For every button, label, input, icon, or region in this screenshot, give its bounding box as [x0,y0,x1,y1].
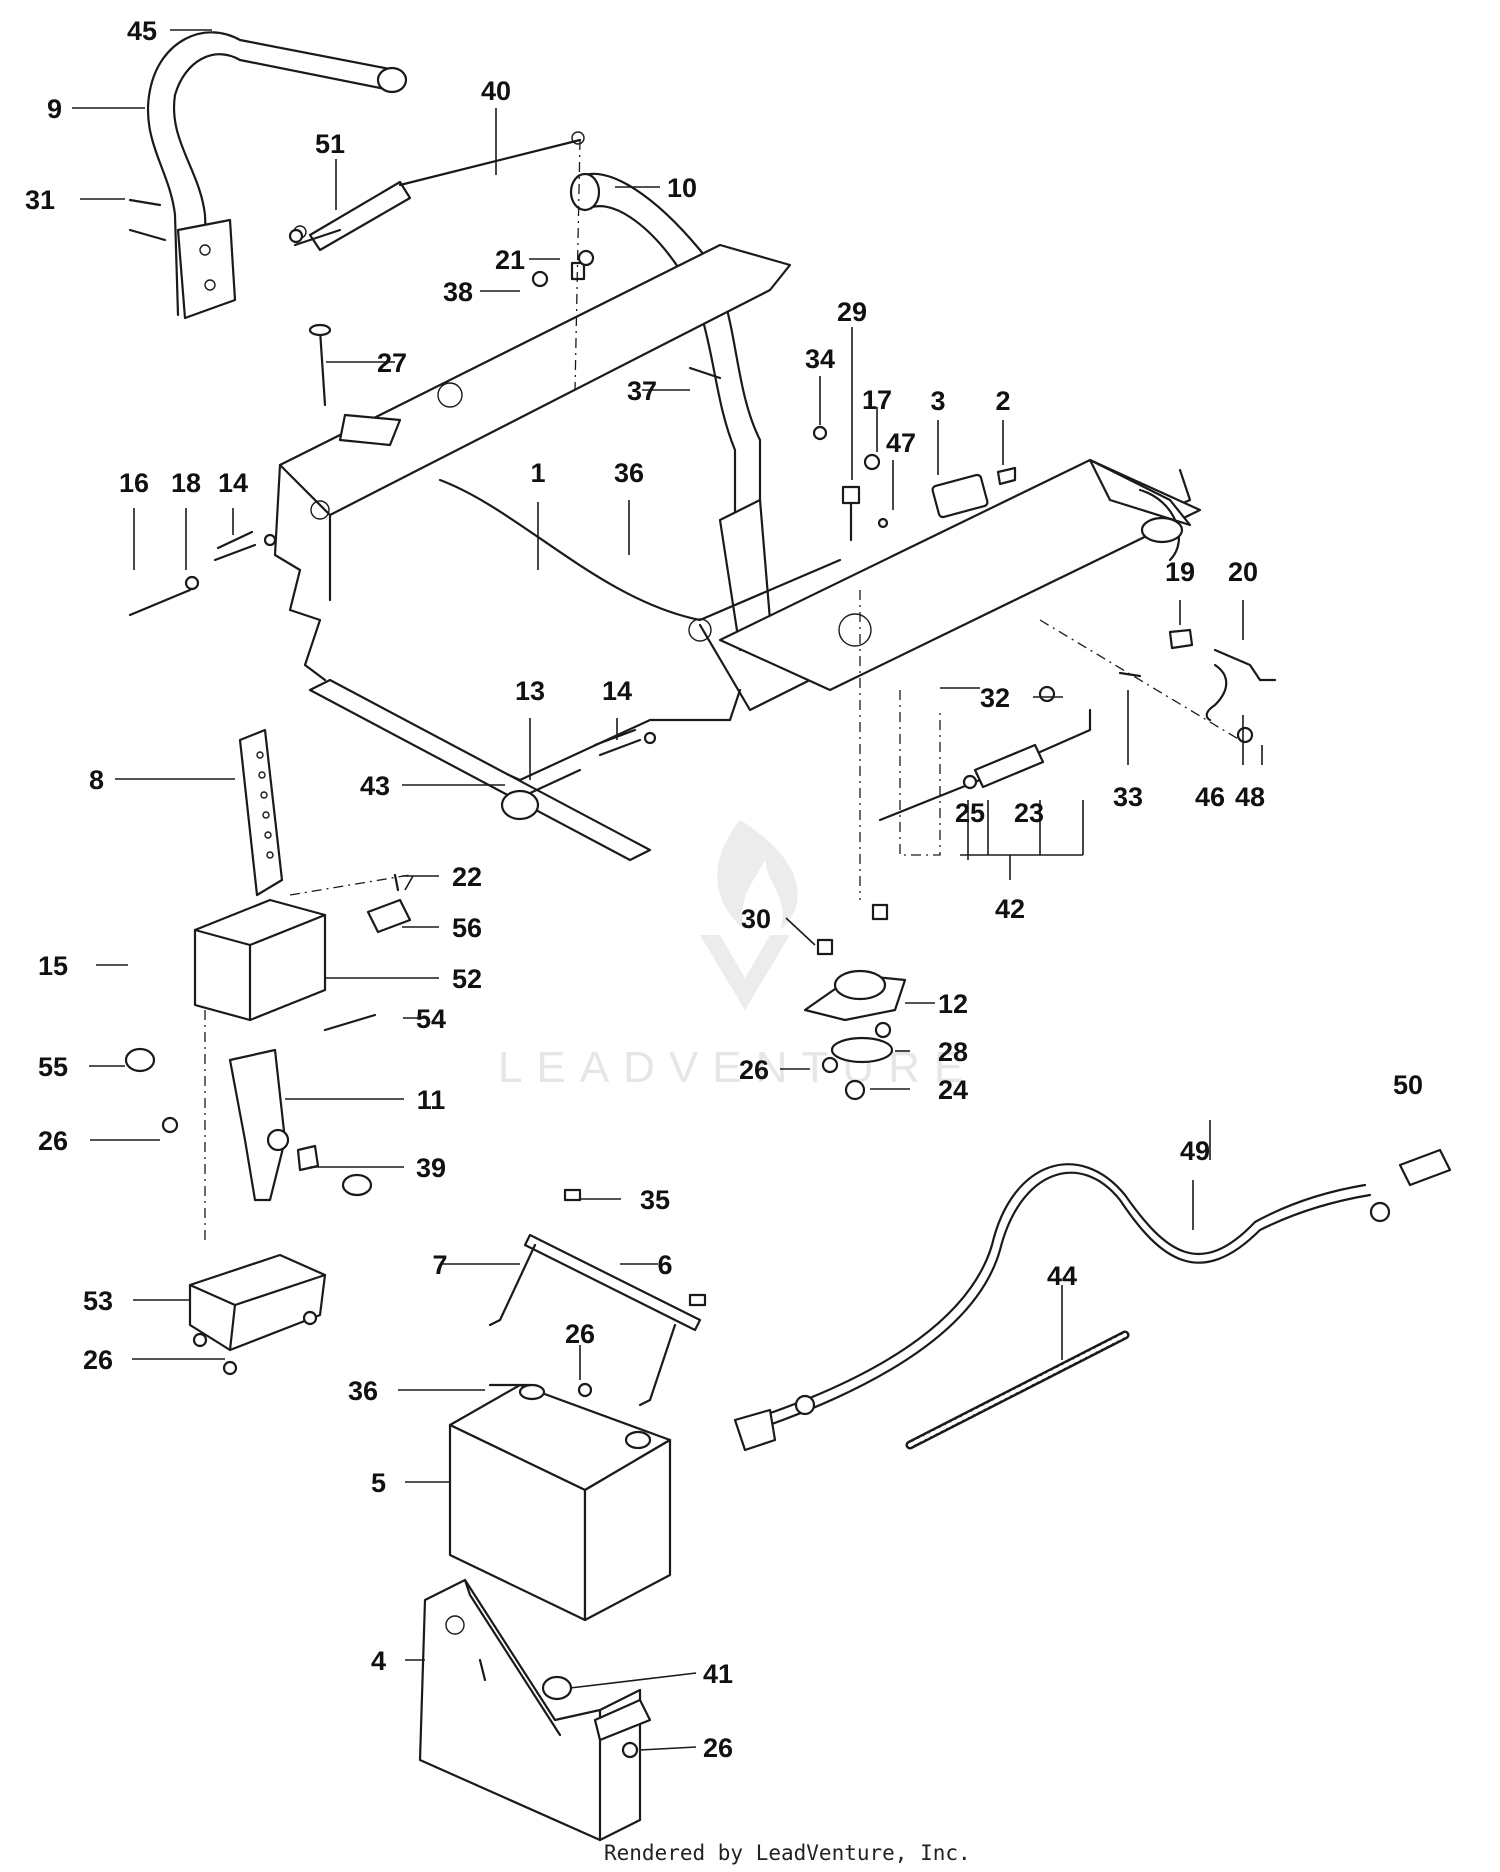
callout-30[interactable]: 30 [741,904,771,934]
callout-43[interactable]: 43 [360,771,390,801]
callout-45[interactable]: 45 [127,16,157,46]
callout-26[interactable]: 26 [739,1055,769,1085]
watermark-v-icon [700,935,790,1010]
part-handle-bar[interactable] [128,31,408,320]
callout-17[interactable]: 17 [862,385,892,415]
callout-8[interactable]: 8 [89,765,104,795]
callout-47[interactable]: 47 [886,428,916,458]
part-battery-cable[interactable] [733,1148,1452,1452]
callout-55[interactable]: 55 [38,1052,68,1082]
callout-15[interactable]: 15 [38,951,68,981]
callout-25[interactable]: 25 [955,798,985,828]
callout-35[interactable]: 35 [640,1185,670,1215]
callout-29[interactable]: 29 [837,297,867,327]
watermark-flame-icon [717,820,798,930]
part-small-hardware[interactable] [288,139,722,391]
callout-39[interactable]: 39 [416,1153,446,1183]
callout-26[interactable]: 26 [565,1319,595,1349]
callout-53[interactable]: 53 [83,1286,113,1316]
callout-27[interactable]: 27 [377,348,407,378]
part-battery[interactable] [448,1382,672,1622]
callout-36[interactable]: 36 [348,1376,378,1406]
callout-33[interactable]: 33 [1113,782,1143,812]
callout-26[interactable]: 26 [703,1733,733,1763]
callout-56[interactable]: 56 [452,913,482,943]
callout-48[interactable]: 48 [1235,782,1265,812]
callout-10[interactable]: 10 [667,173,697,203]
callout-16[interactable]: 16 [119,468,149,498]
part-pin[interactable] [308,323,332,407]
callout-13[interactable]: 13 [515,676,545,706]
callout-22[interactable]: 22 [452,862,482,892]
leader-lines [72,29,1263,1751]
callout-54[interactable]: 54 [416,1004,446,1034]
callout-38[interactable]: 38 [443,277,473,307]
callout-49[interactable]: 49 [1180,1136,1210,1166]
part-battery-holddown[interactable] [488,1188,707,1407]
part-conduit[interactable] [905,1330,1130,1450]
callout-21[interactable]: 21 [495,245,525,275]
callout-20[interactable]: 20 [1228,557,1258,587]
part-height-knob[interactable] [213,530,657,821]
part-engine-mount[interactable] [803,903,907,1101]
callout-32[interactable]: 32 [980,683,1010,713]
callout-42[interactable]: 42 [995,894,1025,924]
callout-50[interactable]: 50 [1393,1070,1423,1100]
callout-6[interactable]: 6 [657,1250,672,1280]
callout-9[interactable]: 9 [47,94,62,124]
callout-40[interactable]: 40 [481,76,511,106]
part-bolt-left[interactable] [128,575,200,617]
callout-37[interactable]: 37 [627,376,657,406]
callout-7[interactable]: 7 [432,1250,447,1280]
callout-31[interactable]: 31 [25,185,55,215]
callout-4[interactable]: 4 [371,1646,386,1676]
callout-14[interactable]: 14 [218,468,248,498]
part-mount-block[interactable] [193,873,412,1022]
callout-11[interactable]: 11 [417,1085,446,1115]
callout-23[interactable]: 23 [1014,798,1044,828]
callout-2[interactable]: 2 [995,386,1010,416]
part-bolts-center[interactable] [812,425,889,900]
callout-46[interactable]: 46 [1195,782,1225,812]
callout-18[interactable]: 18 [171,468,201,498]
callout-26[interactable]: 26 [83,1345,113,1375]
part-right-rail[interactable] [1088,458,1192,562]
part-spring-linkage[interactable] [1039,619,1277,744]
callout-28[interactable]: 28 [938,1037,968,1067]
part-linkage-rod[interactable] [878,685,1092,856]
part-switch[interactable] [931,466,1017,519]
part-adjust-bar[interactable] [238,728,284,897]
part-main-frame[interactable] [273,243,1202,862]
callout-44[interactable]: 44 [1047,1261,1077,1291]
part-lift-arm[interactable] [124,1010,377,1245]
callout-5[interactable]: 5 [371,1468,386,1498]
part-battery-tray[interactable] [418,1578,652,1842]
callout-52[interactable]: 52 [452,964,482,994]
callout-1[interactable]: 1 [530,458,545,488]
callout-24[interactable]: 24 [938,1075,968,1105]
part-base-block[interactable] [188,1253,327,1376]
callout-19[interactable]: 19 [1165,557,1195,587]
callout-3[interactable]: 3 [930,386,945,416]
callout-34[interactable]: 34 [805,344,835,374]
callout-41[interactable]: 41 [703,1659,733,1689]
callout-36[interactable]: 36 [614,458,644,488]
callout-14[interactable]: 14 [602,676,632,706]
footer-credit: Rendered by LeadVenture, Inc. [604,1841,971,1865]
callout-12[interactable]: 12 [938,989,968,1019]
callout-26[interactable]: 26 [38,1126,68,1156]
callout-51[interactable]: 51 [315,129,345,159]
